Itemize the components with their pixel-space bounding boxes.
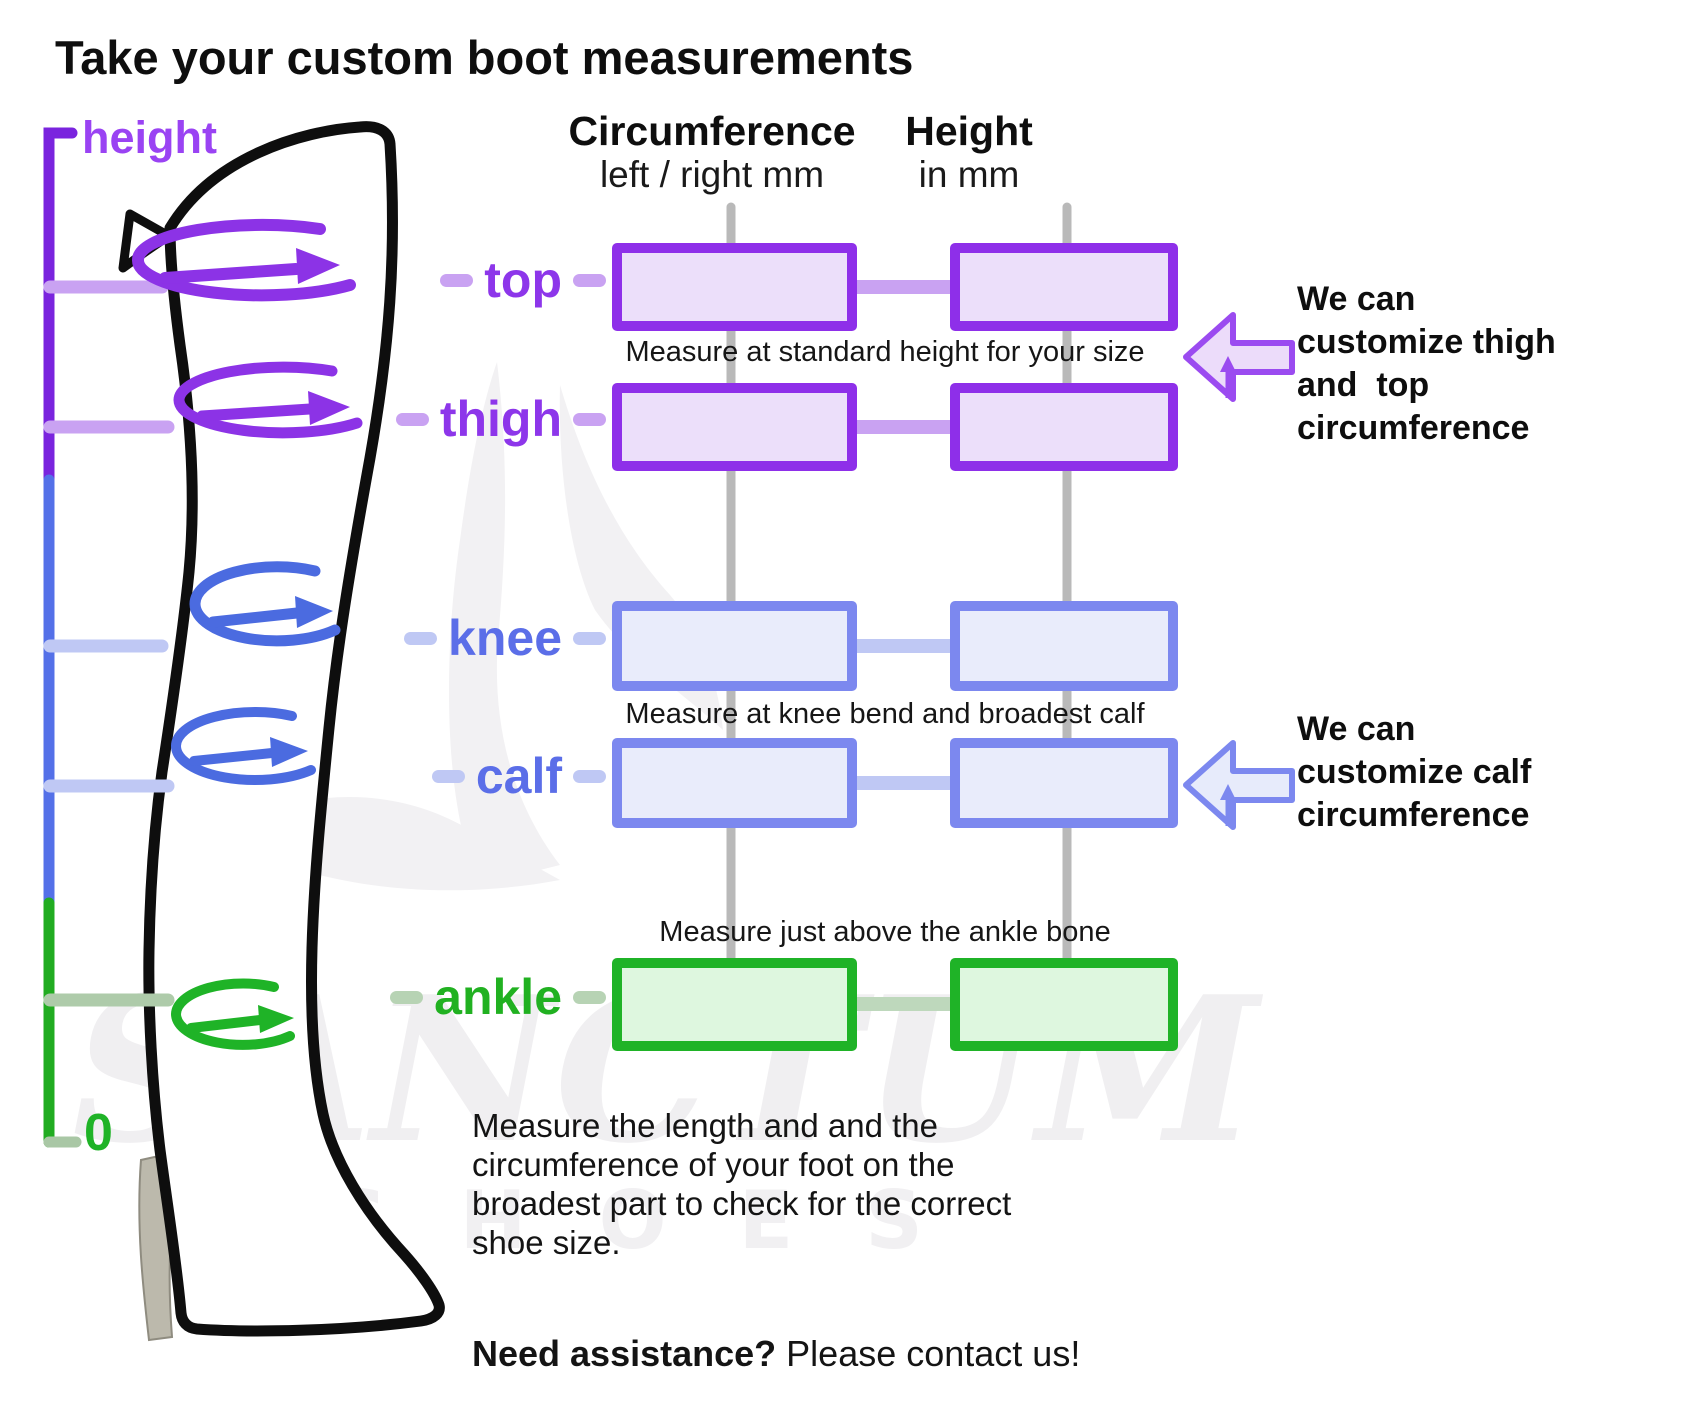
height-header-subtitle: in mm [918,154,1020,195]
height-header-title: Height [905,108,1033,154]
callout-customize-top-thigh: We can customize thigh and top circumfer… [1297,280,1556,447]
dash-icon [573,769,606,783]
top-label: top [484,252,562,308]
note-ankle-bone: Measure just above the ankle bone [659,916,1111,948]
dash-icon [440,273,474,287]
column-guide-lines [726,202,1072,963]
thigh-label: thigh [439,391,562,447]
dash-icon [431,769,465,783]
field-calf-height[interactable] [950,738,1178,828]
callout-customize-calf: We can customize calf circumference [1297,710,1532,834]
ruler-ticks [43,280,175,1007]
field-knee-circumference[interactable] [612,601,857,691]
dash-icon [404,631,438,645]
field-ankle-circumference[interactable] [612,958,857,1051]
note-knee-bend: Measure at knee bend and broadest calf [625,698,1145,730]
dash-icon [395,412,429,426]
calf-circumference-arrow-icon [170,707,316,786]
dash-icon [573,990,606,1004]
thigh-circumference-arrow-icon [173,361,363,439]
row-label-knee: knee [336,613,606,663]
axis-origin-label: 0 [84,1104,113,1162]
row-connectors [841,280,969,1011]
row-label-ankle: ankle [336,972,606,1022]
row-label-thigh: thigh [336,394,606,444]
watermark-line2: SHOES [330,1174,995,1267]
customize-calf-arrow-icon [1183,740,1295,830]
assistance-line: Need assistance? Please contact us! [472,1333,1080,1375]
top-circumference-arrow-icon [131,218,356,302]
foot-measurement-instructions: Measure the length and and the circumfer… [472,1107,1012,1261]
calf-label: calf [475,748,562,804]
height-ruler [43,127,175,1148]
field-thigh-height[interactable] [950,383,1178,471]
field-top-height[interactable] [950,243,1178,331]
field-ankle-height[interactable] [950,958,1178,1051]
dash-icon [390,990,424,1004]
row-label-calf: calf [336,751,606,801]
dash-icon [573,273,606,287]
assistance-contact[interactable]: Please contact us! [776,1333,1081,1374]
note-standard-height: Measure at standard height for your size [625,336,1145,368]
dash-icon [573,631,606,645]
knee-label: knee [448,610,562,666]
customize-top-arrow-icon [1183,312,1295,402]
height-column-header: Height in mm [819,108,1119,196]
height-axis-label: height [82,112,217,163]
circumference-header-title: Circumference [568,108,856,154]
row-label-top: top [336,255,606,305]
circumference-header-subtitle: left / right mm [599,154,825,195]
ankle-circumference-arrow-icon [170,978,295,1050]
ankle-label: ankle [434,969,562,1025]
field-thigh-circumference[interactable] [612,383,857,471]
circumference-column-header: Circumference left / right mm [512,108,912,196]
page-title: Take your custom boot measurements [55,31,914,84]
field-top-circumference[interactable] [612,243,857,331]
field-knee-height[interactable] [950,601,1178,691]
field-calf-circumference[interactable] [612,738,857,828]
dash-icon [573,412,606,426]
knee-circumference-arrow-icon [189,561,341,647]
assistance-question: Need assistance? [472,1333,777,1374]
